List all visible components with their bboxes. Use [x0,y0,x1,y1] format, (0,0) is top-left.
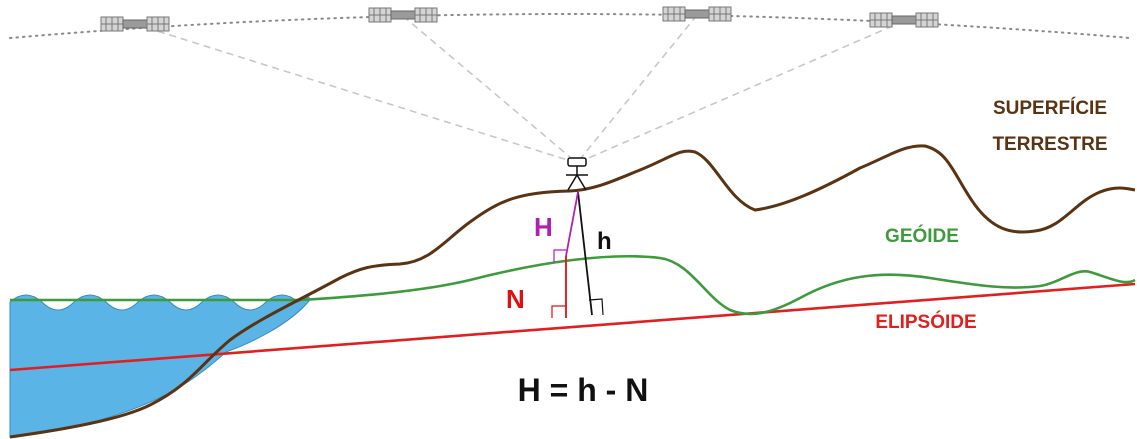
ellipsoidal-height-label: h [597,228,612,255]
surface-label-line2: TERRESTRE [992,134,1107,155]
terrestrial-surface-line [9,144,1136,439]
geoid-label: GEÓIDE [885,225,959,247]
orthometric-height-label: H [534,212,553,242]
signal-line-2 [402,15,578,164]
satellite-signal-lines [134,14,905,164]
orbit-arc [9,13,1131,39]
gnss-receiver-icon [566,157,588,191]
ellipsoid-label: ELIPSÓIDE [875,311,976,333]
ellipsoidal-height-line [577,191,593,316]
satellite-icon [869,12,939,28]
geoid-right-angle-mark [553,249,566,262]
orthometric-height-line [565,191,579,257]
water-body [9,294,310,438]
geoid-line [10,254,1136,316]
ellipsoid-right-angle-mark-n [551,305,566,318]
ellipsoid-line [9,282,1136,372]
surface-label-line1: SUPERFÍCIE [993,97,1107,119]
signal-line-1 [134,23,578,164]
signal-line-3 [576,14,698,164]
formula-text: H = h - N [518,372,649,408]
satellite-icon [662,6,732,22]
ellipsoid-right-angle-mark [588,298,604,316]
satellite-icon [368,7,438,23]
geoid-undulation-label: N [506,284,525,314]
signal-line-4 [576,20,905,164]
